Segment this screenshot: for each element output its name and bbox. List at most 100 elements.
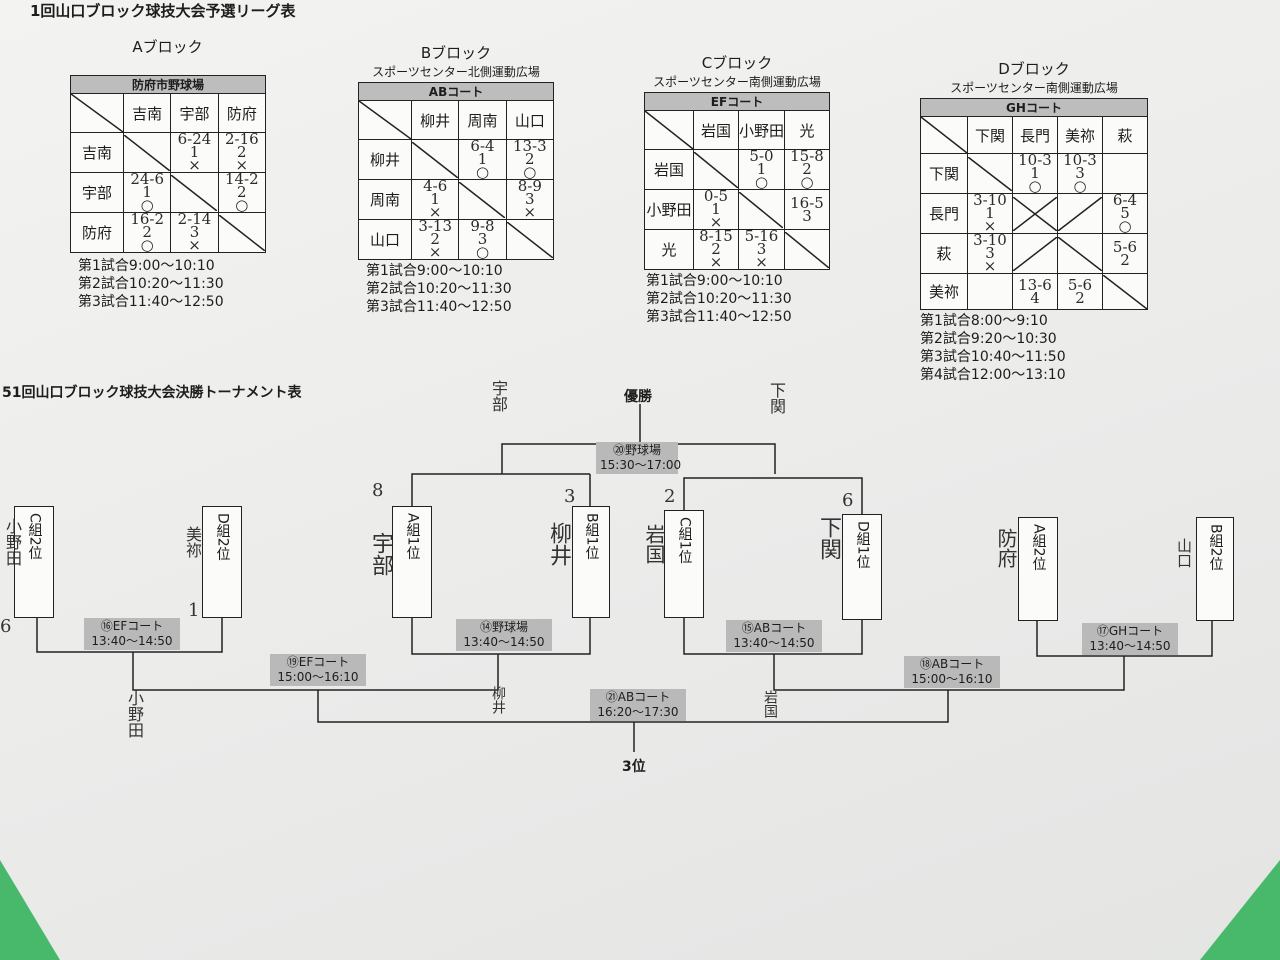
diag-corner xyxy=(644,110,694,150)
slot-team: 下関 xyxy=(816,516,841,560)
row-header: 山口 xyxy=(358,219,412,260)
empty-cell xyxy=(1102,153,1148,194)
diag-cell xyxy=(967,153,1013,194)
final-left-team: 宇部 xyxy=(489,380,508,412)
block-a-schedule: 第1試合9:00〜10:10 第2試合10:20〜11:30 第3試合11:40… xyxy=(78,257,266,311)
schedule-line: 第3試合11:40〜12:50 xyxy=(366,299,512,315)
final-right-team: 下関 xyxy=(767,382,786,414)
schedule-line: 第1試合9:00〜10:10 xyxy=(366,263,503,279)
loser-team: 岩国 xyxy=(762,690,778,718)
court-14: ⑭野球場 13:40〜14:50 xyxy=(456,619,552,651)
schedule-line: 第1試合9:00〜10:10 xyxy=(646,273,783,289)
slot-seed: 6 xyxy=(842,490,854,511)
slot-label: D組1位 xyxy=(854,521,871,569)
slot-team: 柳井 xyxy=(546,522,571,566)
block-d-name: Dブロック xyxy=(998,60,1070,78)
slot-label: D組2位 xyxy=(214,513,231,561)
schedule-line: 第3試合11:40〜12:50 xyxy=(78,294,224,310)
schedule-line: 第3試合11:40〜12:50 xyxy=(646,309,792,325)
third-place-label: 3位 xyxy=(622,759,646,775)
slot-d1: D組1位 xyxy=(842,514,882,620)
slot-seed: 3 xyxy=(564,486,576,507)
block-d-schedule: 第1試合8:00〜9:10 第2試合9:20〜10:30 第3試合10:40〜1… xyxy=(920,312,1148,384)
block-c-name: Cブロック xyxy=(701,54,773,72)
slot-a2: A組2位 xyxy=(1018,517,1058,621)
slot-label: A組2位 xyxy=(1030,524,1047,571)
block-c-location: スポーツセンター南側運動広場 xyxy=(653,75,821,89)
slot-label: C組1位 xyxy=(676,517,693,564)
slot-b2: B組2位 xyxy=(1196,517,1234,621)
diag-cell xyxy=(458,179,507,220)
slot-team: 岩国 xyxy=(642,524,666,564)
schedule-line: 第1試合8:00〜9:10 xyxy=(920,313,1048,329)
schedule-line: 第2試合10:20〜11:30 xyxy=(646,291,792,307)
col-header: 山口 xyxy=(505,100,555,140)
slot-seed: 2 xyxy=(664,486,676,507)
slot-label: A組1位 xyxy=(404,513,421,560)
block-a-name: Aブロック xyxy=(132,38,203,56)
col-header: 光 xyxy=(784,110,830,150)
loser-team: 柳井 xyxy=(490,686,506,714)
court-16: ⑯EFコート 13:40〜14:50 xyxy=(84,618,180,650)
diag-cell xyxy=(784,229,830,270)
block-c: Cブロック スポーツセンター南側運動広場 EFコート 岩国 小野田 光 岩国 5… xyxy=(644,52,830,326)
block-b: Bブロック スポーツセンター北側運動広場 ABコート 柳井 周南 山口 柳井 6… xyxy=(358,42,555,316)
tournament-title: 51回山口ブロック球技大会決勝トーナメント表 xyxy=(2,385,302,401)
court-21: ㉑ABコート 16:20〜17:30 xyxy=(590,689,686,721)
diag-cell xyxy=(1012,233,1058,274)
slot-c1: C組1位 xyxy=(664,510,704,618)
diag-cell xyxy=(505,219,555,260)
schedule-line: 第3試合10:40〜11:50 xyxy=(920,349,1066,365)
slot-team: 美祢 xyxy=(183,526,202,558)
champion-label: 優勝 xyxy=(624,389,652,405)
slot-team: 宇部 xyxy=(368,532,393,576)
slot-b1: B組1位 xyxy=(572,506,610,618)
diag-cell xyxy=(217,212,267,253)
court-15: ⑮ABコート 13:40〜14:50 xyxy=(726,620,822,652)
block-b-location: スポーツセンター北側運動広場 xyxy=(372,65,540,79)
slot-d2: D組2位 xyxy=(202,506,242,618)
schedule-line: 第1試合9:00〜10:10 xyxy=(78,258,215,274)
slot-a1: A組1位 xyxy=(392,506,432,618)
diag-corner xyxy=(70,93,124,133)
slot-seed: 6 xyxy=(0,616,12,637)
slot-label: B組1位 xyxy=(583,513,600,560)
diag-cell xyxy=(122,132,172,173)
slot-team: 山口 xyxy=(1175,538,1193,568)
schedule-line: 第2試合10:20〜11:30 xyxy=(78,276,224,292)
slot-c2: C組2位 xyxy=(14,506,54,618)
row-header: 柳井 xyxy=(358,139,412,180)
league-title: 1回山口ブロック球技大会予選リーグ表 xyxy=(30,2,296,20)
col-header: 岩国 xyxy=(693,110,739,150)
schedule-line: 第2試合10:20〜11:30 xyxy=(366,281,512,297)
col-header: 長門 xyxy=(1012,116,1058,154)
slot-seed: 1 xyxy=(188,600,200,621)
block-d: Dブロック スポーツセンター南側運動広場 GHコート 下関 長門 美祢 萩 下関… xyxy=(920,58,1148,384)
row-header: 防府 xyxy=(70,212,124,253)
slot-label: C組2位 xyxy=(26,513,43,560)
row-header: 吉南 xyxy=(70,132,124,173)
diag-cell xyxy=(1102,273,1148,310)
slot-team: 防府 xyxy=(994,528,1018,568)
court-20: ⑳野球場 15:30〜17:00 xyxy=(596,442,681,474)
